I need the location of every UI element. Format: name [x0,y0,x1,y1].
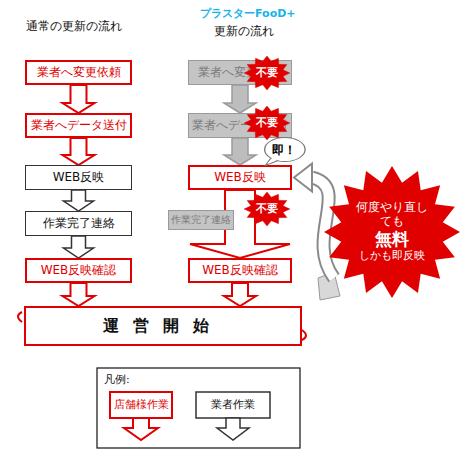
flow-arrow [294,164,334,279]
unneeded-badge: 不要 [244,192,290,226]
node-text: 業者へデータ送付 [31,119,127,133]
block-arrow [63,138,95,165]
flow-arrow [224,283,256,306]
flow-arrow [64,190,94,211]
column-heading: 更新の流れ [214,23,274,40]
scroll-curl [18,312,22,322]
node-text: 作業完了連絡 [43,217,115,231]
brand-heading: プラスターFooD+ [200,6,296,21]
legend-red-box [110,392,172,418]
block-arrow [64,190,94,211]
node-text: 不要 [256,67,278,80]
process-box: 業者へデータ送付 [25,113,132,138]
process-box: 作業完了連絡 [25,211,132,236]
process-box: WEB反映確認 [25,258,132,283]
node-text: WEB反映確認 [41,264,117,278]
node-text: 作業完了連絡 [171,214,231,226]
free-burst: 何度やり直しても無料しかも即反映 [324,166,460,298]
curved-arrow-outline [312,178,334,279]
speech-bubble: 即！ [262,136,306,166]
legend-heading: 凡例: [104,372,130,387]
scroll-curl [302,330,306,340]
flow-arrow [63,283,95,306]
legend-text: 店舗様作業 [110,392,172,418]
burst-shape [324,166,460,298]
node-text: しかも即反映 [359,250,425,263]
star-shape [244,56,290,90]
node-text: WEB反映 [53,171,105,185]
node-text: 不要 [256,117,278,130]
node-text: WEB反映 [214,171,266,185]
node-text: WEB反映確認 [202,264,278,278]
block-arrow [224,138,256,165]
flow-arrow [63,138,95,165]
star-shape [244,192,290,226]
column-heading: 通常の更新の流れ [26,18,122,35]
process-box: WEB反映 [25,165,132,190]
star-shape [244,106,290,140]
flow-arrow [63,85,95,113]
node-text: 無料 [375,230,409,250]
flow-arrow [224,138,256,165]
bubble-shape [265,138,305,162]
node-text: 運営開始 [103,317,223,335]
process-box: 業者へ変更依頼 [25,60,132,85]
flow-arrow [224,85,256,113]
legend-black-box [196,392,270,418]
legend-red-arrow [124,418,158,440]
block-arrow [64,236,94,258]
curved-arrow-fill [312,178,334,279]
legend-text: 業者作業 [196,392,270,418]
flow-arrow [64,236,94,258]
node-text: 不要 [256,203,278,216]
legend-black-arrow [217,418,249,440]
process-box: WEB反映確認 [188,258,292,283]
node-text: 業者へ変更依頼 [37,66,121,80]
block-arrow [224,85,256,113]
skipped-box: 作業完了連絡 [168,210,234,230]
legend-frame [97,368,300,448]
block-arrow [63,85,95,113]
start-band: 運営開始 [24,306,302,346]
bubble-tail-fill [267,158,278,164]
block-arrow [224,283,256,306]
process-box: WEB反映 [188,165,292,190]
block-arrow [63,283,95,306]
node-text: 即！ [272,144,296,158]
curved-arrow-head [294,164,312,192]
unneeded-badge: 不要 [244,106,290,140]
unneeded-badge: 不要 [244,56,290,90]
node-text: 何度やり直しても [355,201,429,229]
